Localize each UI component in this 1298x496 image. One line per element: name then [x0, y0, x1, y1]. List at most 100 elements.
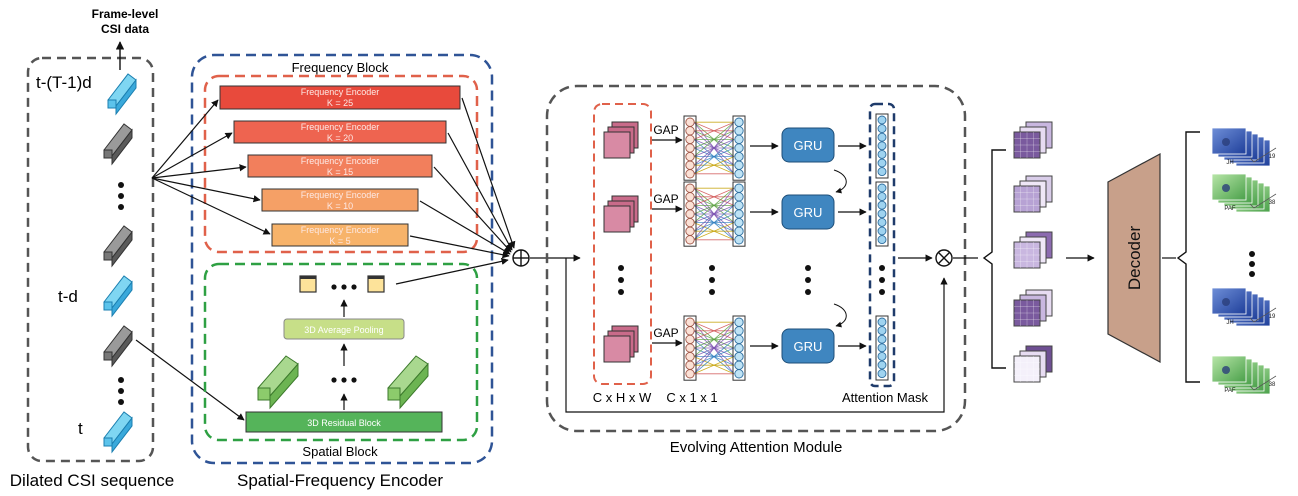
output-number-2: 38 — [1269, 200, 1276, 206]
feature-cube-3 — [603, 325, 639, 363]
encoder-k10-k: K = 10 — [327, 201, 353, 211]
multiply-icon — [935, 249, 953, 267]
encoder-k10-name: Frequency Encoder — [301, 190, 380, 200]
gru-3: GRU — [750, 328, 867, 364]
csi-to-encoder-arrows — [135, 99, 271, 421]
csi-frame-6 — [103, 411, 133, 454]
output-map-4: PAF 38 — [1211, 355, 1277, 395]
attention-module-title: Evolving Attention Module — [670, 439, 843, 456]
csi-frame-4 — [103, 275, 133, 318]
sequence-caption: Dilated CSI sequence — [10, 471, 174, 490]
attended-feature-4 — [1013, 289, 1053, 327]
encoder-k25-name: Frequency Encoder — [301, 87, 380, 97]
spatial-block-title: Spatial Block — [302, 444, 378, 459]
attention-mask-frame — [868, 102, 896, 388]
spatial-frequency-encoder-frame — [190, 53, 494, 465]
encoder-k5-k: K = 5 — [329, 236, 350, 246]
output-number-4: 38 — [1269, 382, 1276, 388]
gru-label-2: GRU — [794, 205, 823, 220]
gru-1: GRU — [750, 127, 867, 163]
attended-feature-3 — [1013, 231, 1053, 269]
attention-mask-vectors — [875, 113, 889, 381]
skip-connection — [565, 254, 948, 413]
mask-vector-3 — [875, 315, 889, 381]
csi-frame-3 — [103, 225, 133, 268]
frequency-encoder-k5: Frequency Encoder K = 5 — [271, 223, 409, 247]
output-label-2: PAF — [1224, 206, 1236, 212]
attended-feature-2 — [1013, 175, 1053, 213]
encoder-k20-k: K = 20 — [327, 133, 353, 143]
attended-feature-stacks — [1013, 121, 1053, 383]
frequency-block-title: Frequency Block — [292, 60, 389, 75]
feature-cube-1 — [603, 121, 639, 159]
gru-label-3: GRU — [794, 339, 823, 354]
feature-bar-right — [387, 355, 429, 410]
dims-vector-label: C x 1 x 1 — [666, 390, 717, 405]
fusion-add-icon — [512, 249, 530, 267]
frequency-encoder-k25: Frequency Encoder K = 25 — [219, 85, 461, 110]
dims-input-label: C x H x W — [593, 390, 652, 405]
input-features-frame — [593, 103, 652, 385]
output-map-1: JH 19 — [1211, 127, 1277, 167]
frequency-block-frame — [203, 74, 479, 254]
spatial-dots — [331, 377, 357, 383]
encoder-k20-name: Frequency Encoder — [301, 122, 380, 132]
decoder: Decoder — [1107, 152, 1161, 364]
attended-feature-5 — [1013, 345, 1053, 383]
mask-vector-2 — [875, 181, 889, 247]
gru-dots — [805, 265, 811, 295]
output-brace — [1176, 131, 1200, 383]
vector-dots — [709, 265, 715, 295]
output-map-2: PAF 38 — [1211, 173, 1277, 213]
residual-block-label: 3D Residual Block — [307, 418, 381, 428]
average-pooling-label: 3D Average Pooling — [304, 325, 383, 335]
csi-dots-1 — [118, 182, 124, 210]
gap-vector-3 — [683, 315, 746, 381]
frame-level-label: Frame-level CSI data — [92, 7, 159, 70]
frequency-encoder-k15: Frequency Encoder K = 15 — [247, 154, 433, 178]
frequency-encoder-k10: Frequency Encoder K = 10 — [261, 188, 419, 212]
encoder-k15-name: Frequency Encoder — [301, 156, 380, 166]
csi-dots-2 — [118, 377, 124, 405]
gap-vector-1 — [683, 115, 746, 181]
frame-level-line1: Frame-level — [92, 7, 159, 21]
gap-label-3: GAP — [653, 326, 678, 340]
attention-mask-label: Attention Mask — [842, 390, 928, 405]
csi-frame-5 — [103, 325, 133, 368]
residual-block: 3D Residual Block — [245, 411, 443, 433]
pooled-features — [299, 275, 385, 293]
feature-brace — [982, 149, 1006, 369]
encoder-to-fusion-arrows — [395, 97, 516, 285]
feature-dots — [618, 265, 624, 295]
encoder-k15-k: K = 15 — [327, 167, 353, 177]
recurrent-arrows — [833, 169, 847, 328]
output-number-1: 19 — [1269, 154, 1276, 160]
csi-sequence-panel — [26, 56, 155, 463]
csi-frame-2 — [103, 123, 133, 166]
gap-label-2: GAP — [653, 192, 678, 206]
encoder-k5-name: Frequency Encoder — [301, 225, 380, 235]
output-label-1: JH — [1226, 160, 1233, 166]
gru-label-1: GRU — [794, 138, 823, 153]
encoder-k25-k: K = 25 — [327, 98, 353, 108]
time-label-last: t — [78, 419, 83, 438]
decoder-label: Decoder — [1125, 226, 1144, 291]
mask-vector-1 — [875, 113, 889, 179]
time-label-middle: t-d — [58, 287, 78, 306]
attended-feature-1 — [1013, 121, 1053, 159]
frequency-encoder-k20: Frequency Encoder K = 20 — [233, 120, 447, 144]
time-label-first: t-(T-1)d — [36, 73, 92, 92]
frame-level-line2: CSI data — [101, 22, 149, 36]
output-dots — [1249, 251, 1255, 277]
feature-cube-2 — [603, 195, 639, 233]
feature-bar-left — [257, 355, 299, 410]
mask-dots — [879, 265, 885, 295]
gap-label-1: GAP — [653, 123, 678, 137]
output-label-4: PAF — [1224, 388, 1236, 394]
encoder-caption: Spatial-Frequency Encoder — [237, 471, 443, 490]
gap-vector-2 — [683, 181, 746, 247]
spatial-block-frame — [203, 262, 479, 442]
